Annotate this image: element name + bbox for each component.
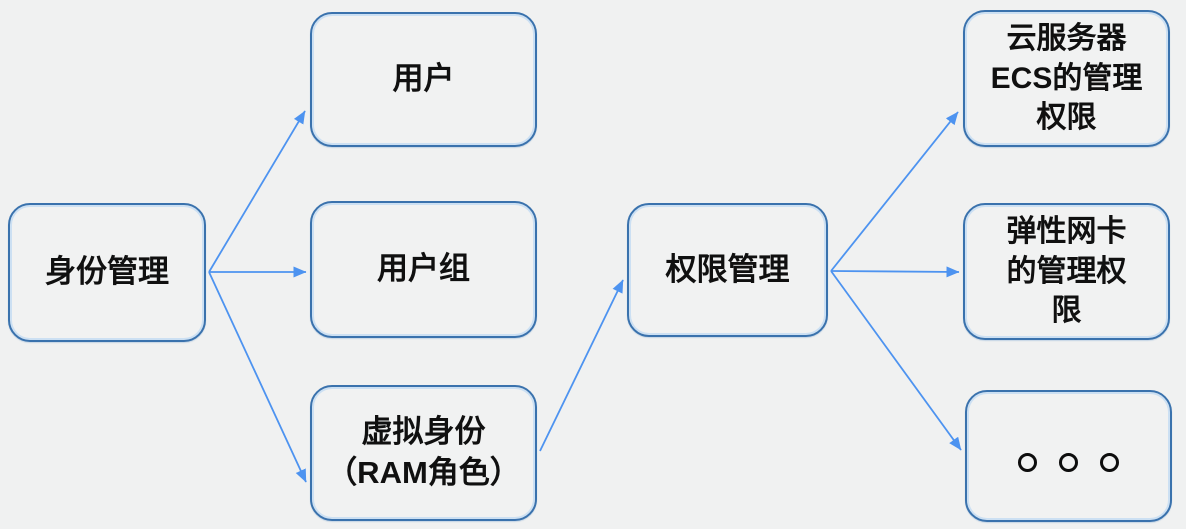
node-label: 云服务器 ECS的管理 权限 xyxy=(991,19,1143,138)
node-label: 身份管理 xyxy=(45,254,169,290)
edge-identity-to-virtual-identity xyxy=(208,271,307,483)
node-label: 用户组 xyxy=(377,251,470,287)
node-user-group: 用户组 xyxy=(310,201,537,338)
node-ecs-management-permission: 云服务器 ECS的管理 权限 xyxy=(963,10,1170,147)
ellipsis-dot-icon xyxy=(1018,452,1037,472)
node-label: 弹性网卡 的管理权 限 xyxy=(1007,212,1127,331)
ellipsis-dot-icon xyxy=(1059,452,1078,472)
node-label: 虚拟身份 （RAM角色） xyxy=(326,412,521,494)
node-identity-management: 身份管理 xyxy=(8,203,206,342)
label-line: 弹性网卡 xyxy=(1006,215,1127,249)
ellipsis-dot-icon xyxy=(1100,452,1119,472)
label-line: ECS的管理 xyxy=(990,61,1143,95)
label-line: 云服务器 xyxy=(1006,22,1127,56)
node-label: 用户 xyxy=(392,61,455,97)
node-user: 用户 xyxy=(310,12,537,147)
label-line: 权限 xyxy=(1036,101,1097,135)
label-line: 限 xyxy=(1051,294,1082,328)
node-ellipsis-more xyxy=(965,390,1172,522)
edge-permission-to-ecs xyxy=(830,111,959,272)
node-eni-management-permission: 弹性网卡 的管理权 限 xyxy=(963,203,1170,340)
label-line: （RAM角色） xyxy=(326,455,521,490)
node-label: 权限管理 xyxy=(665,251,790,287)
node-virtual-identity-ram-role: 虚拟身份 （RAM角色） xyxy=(310,385,537,521)
label-line: 虚拟身份 xyxy=(361,414,486,450)
edge-identity-to-user xyxy=(208,110,306,273)
label-line: 的管理权 xyxy=(1006,254,1127,288)
edge-permission-to-eni xyxy=(830,266,960,278)
edge-virtual-identity-to-permission xyxy=(539,279,624,452)
ellipsis-dots-icon xyxy=(1007,452,1130,472)
edge-permission-to-ellipsis xyxy=(830,270,962,451)
node-permission-management: 权限管理 xyxy=(627,203,828,337)
